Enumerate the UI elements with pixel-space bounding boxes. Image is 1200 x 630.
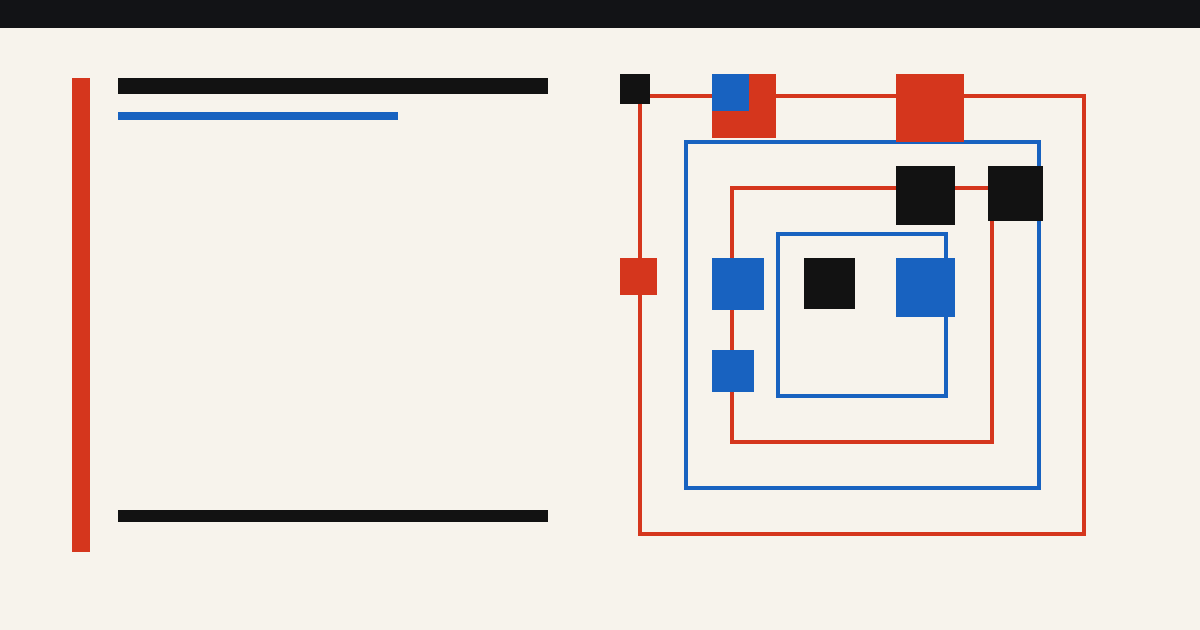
frame-blue <box>684 140 1041 490</box>
block-blue-top-left <box>712 74 749 111</box>
block-black-upper-right <box>988 166 1043 221</box>
block-black-center <box>804 258 855 309</box>
frame-outer-red <box>638 94 1086 536</box>
block-blue-mid-left <box>712 258 764 310</box>
top-rule <box>118 78 548 94</box>
block-black-small <box>620 74 650 104</box>
block-blue-lower-left <box>712 350 754 392</box>
left-accent-bar <box>72 78 90 552</box>
bottom-rule <box>118 510 548 522</box>
block-black-upper-mid <box>896 166 955 225</box>
frame-inner-red <box>730 186 994 444</box>
block-red-left <box>620 258 657 295</box>
block-red-top-right <box>896 74 964 142</box>
block-blue-mid-right <box>896 258 955 317</box>
top-bar <box>0 0 1200 28</box>
blue-accent-rule <box>118 112 398 120</box>
